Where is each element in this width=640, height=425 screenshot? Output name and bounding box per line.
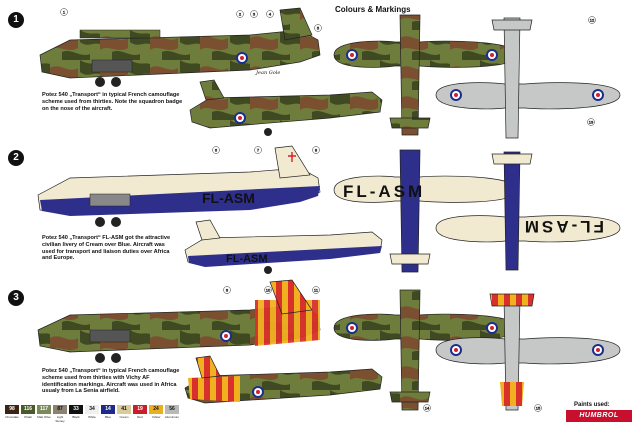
profile-2-registration-small: FL-ASM (226, 253, 268, 265)
callout-label-9: 9 (226, 287, 229, 292)
callout-label-7: 7 (257, 147, 260, 152)
profile-number-1: 1 (8, 12, 24, 28)
paint-name-56: Aluminium (165, 415, 180, 419)
callout-1 (60, 8, 68, 16)
callout-label-8: 8 (315, 147, 318, 152)
callout-label-10: 10 (266, 287, 271, 292)
paint-chip-24: 24 (149, 405, 163, 414)
paint-name-116: Khaki (24, 415, 32, 419)
callout-15 (534, 404, 542, 412)
callout-6 (212, 146, 220, 154)
callout-label-2: 2 (239, 11, 242, 16)
paint-chip-41: 41 (117, 405, 131, 414)
callout-label-3: 3 (253, 11, 256, 16)
paint-name-19: Red (137, 415, 143, 419)
callout-10 (264, 286, 272, 294)
profile-2-side-view-large (37, 145, 321, 227)
profile-3-side-view-small (184, 355, 383, 404)
callout-4 (266, 10, 274, 18)
caption-3: Potez 540 „Transport“ in typical French … (42, 368, 180, 395)
profile-2-bottom-view (435, 151, 621, 271)
paint-name-34: White (88, 415, 96, 419)
profile-1-bottom-view (435, 17, 621, 139)
caption-2: Potez 540 „Transport“ FL-ASM got the att… (42, 235, 171, 262)
paint-chip-116: 116 (21, 405, 35, 414)
callout-label-13: 13 (589, 119, 594, 124)
caption-1: Potez 540 „Transport“ in typical French … (42, 92, 183, 112)
profile-number-2: 2 (8, 150, 24, 166)
callout-label-15: 15 (536, 405, 541, 410)
paint-chip-34: 34 (85, 405, 99, 414)
profile-3-bottom-view (435, 293, 621, 411)
profile-3-top-view (333, 289, 519, 411)
callout-14 (423, 404, 431, 412)
callout-2 (236, 10, 244, 18)
profile-number-3: 3 (8, 290, 24, 306)
paint-chip-98: 98 (5, 405, 19, 414)
profile-3-side-view-large (37, 279, 321, 363)
callout-label-12: 12 (590, 17, 595, 22)
paint-name-24: Yellow (151, 415, 161, 419)
paints-used-label: Paints used: (574, 402, 610, 408)
callout-label-14: 14 (425, 405, 430, 410)
callout-label-4: 4 (269, 11, 272, 16)
profile-2-side-view-small (184, 219, 383, 274)
callout-label-6: 6 (215, 147, 218, 152)
profile-1-side-view-small (189, 79, 383, 136)
paint-chip-117: 117 (37, 405, 51, 414)
paint-name-33: Black (72, 415, 80, 419)
callout-9 (223, 286, 231, 294)
paint-chip-33: 33 (69, 405, 83, 414)
paint-chip-56: 56 (165, 405, 179, 414)
profile-2-registration: FL-ASM (202, 190, 255, 206)
callout-8 (312, 146, 320, 154)
paint-chip-14: 14 (101, 405, 115, 414)
profile-1-nose-name: Jean Gole (255, 70, 280, 76)
callout-label-11: 11 (314, 287, 319, 292)
callout-5 (314, 24, 322, 32)
paint-name-14: Blue (104, 415, 111, 419)
callout-3 (250, 10, 258, 18)
callout-12 (588, 16, 596, 24)
page-title: Colours & Markings (335, 5, 411, 14)
paint-name-98: Chocolate (5, 415, 19, 419)
callout-7 (254, 146, 262, 154)
paint-name-41: Cream (119, 415, 129, 419)
profile-2-wing-registration-bottom: FL-ASM (522, 217, 604, 236)
callout-13 (587, 118, 595, 126)
profile-2-top-view (333, 149, 519, 273)
profile-1-top-view (333, 14, 519, 136)
paint-name-117: Matt Olive (37, 415, 51, 419)
profile-2-wing-registration-top: FL-ASM (343, 182, 425, 201)
callout-11 (312, 286, 320, 294)
profile-1-side-view-large (39, 7, 321, 87)
paint-chip-87: 87 (53, 405, 67, 414)
humbrol-logo: HUMBROL (566, 410, 632, 422)
callout-label-1: 1 (63, 9, 66, 14)
paint-name-87: Light Stoney (55, 415, 65, 423)
paint-chip-19: 19 (133, 405, 147, 414)
callout-label-5: 5 (317, 25, 320, 30)
